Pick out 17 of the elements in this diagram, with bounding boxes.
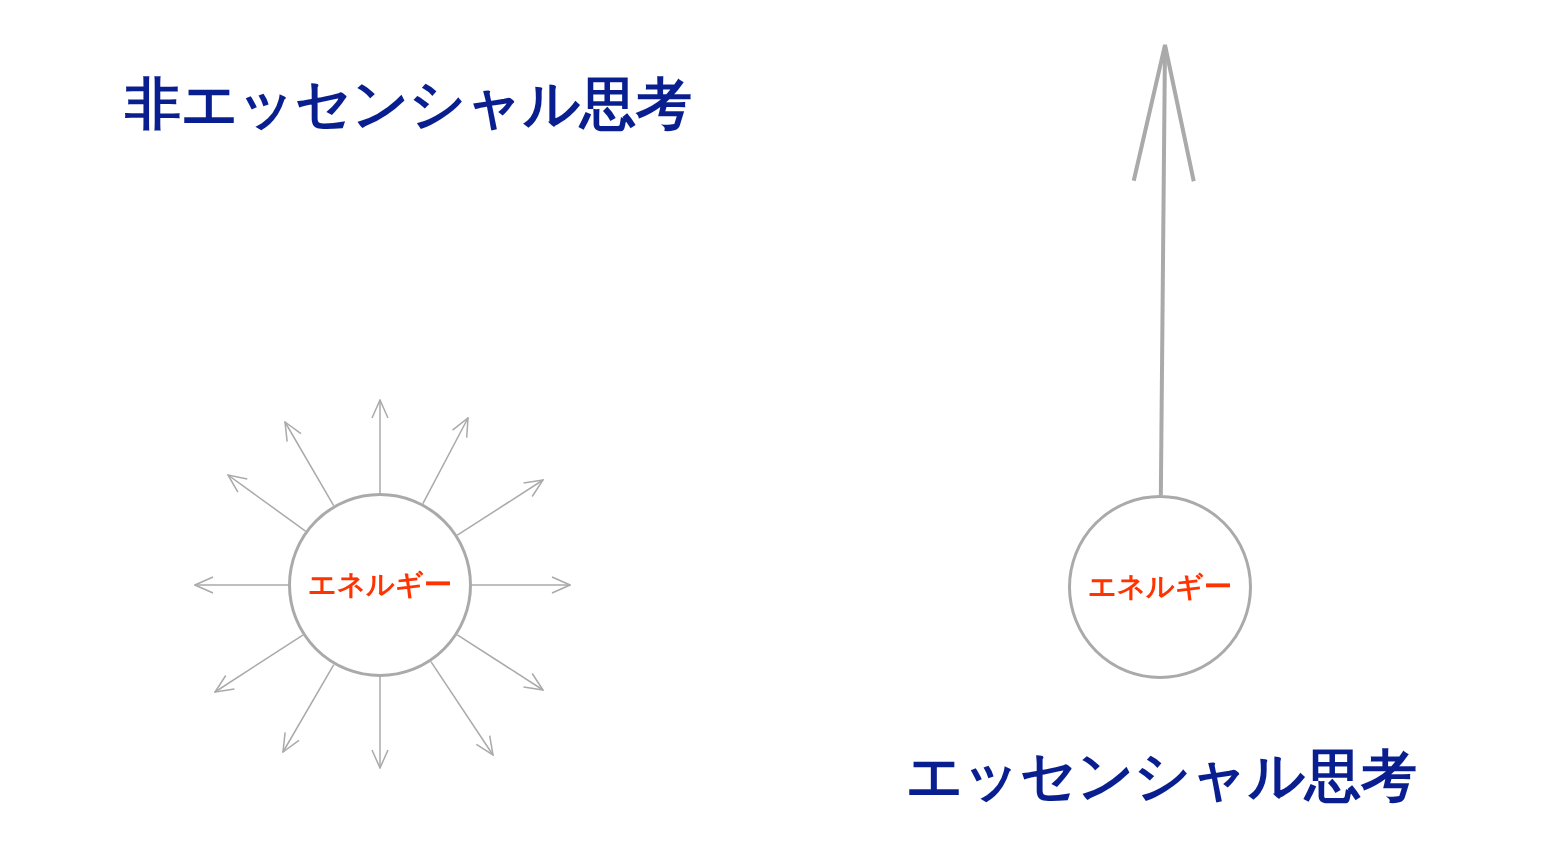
heading: 非エッセンシャル思考	[125, 76, 692, 132]
heading: エッセンシャル思考	[906, 748, 1417, 804]
arrow	[194, 576, 289, 594]
arrow	[371, 399, 389, 494]
arrow	[282, 663, 335, 753]
arrow	[422, 417, 469, 505]
arrow	[284, 421, 335, 507]
arrow	[1131, 43, 1196, 495]
arrow	[456, 479, 544, 536]
arrow	[456, 634, 544, 691]
arrow	[227, 474, 307, 532]
node-label: エネルギー	[308, 567, 452, 603]
node-label: エネルギー	[1088, 569, 1232, 605]
arrow	[371, 676, 389, 769]
arrow	[430, 660, 494, 756]
arrow	[471, 576, 571, 594]
arrow	[214, 634, 304, 693]
